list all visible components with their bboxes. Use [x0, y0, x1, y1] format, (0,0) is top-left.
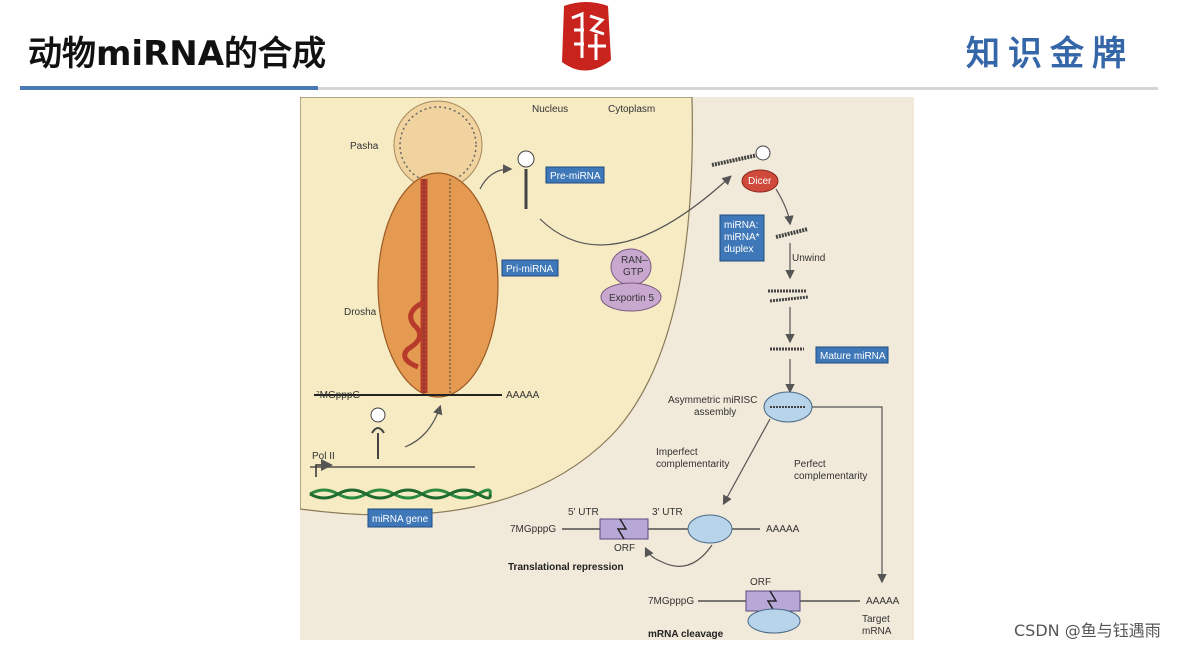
perfect-label-1: Perfect	[794, 459, 826, 470]
dna-helix-a	[309, 488, 492, 500]
cap-bot-label: 7MGpppG	[648, 596, 694, 607]
ran-label-2: GTP	[623, 267, 644, 278]
hairpin-loop	[399, 106, 477, 184]
exportin-5	[600, 282, 662, 312]
risc-bound-mid	[687, 514, 733, 544]
duplex-rna	[775, 227, 809, 239]
mirna-biogenesis-diagram: Nucleus Cytoplasm Pasha Drosha ⁷MGpppG A…	[300, 97, 914, 640]
transcription-start-arrow	[315, 459, 333, 477]
asym-label-2: assembly	[694, 407, 736, 418]
nascent-hairpin	[371, 427, 385, 459]
nucleus-label: Nucleus	[532, 104, 568, 115]
watermark: CSDN @鱼与钰遇雨	[1014, 621, 1161, 640]
pre-mirna-text: Pre-miRNA	[550, 171, 601, 182]
unwound-strand-b	[769, 295, 809, 303]
cap-top-label: ⁷MGpppG	[316, 390, 360, 401]
imperfect-label-1: Imperfect	[656, 447, 698, 458]
exportin-label: Exportin 5	[609, 293, 654, 304]
unwind-label: Unwind	[792, 253, 825, 264]
pre-mirna-loop	[517, 150, 535, 168]
transl-rep-label: Translational repression	[508, 562, 624, 573]
dicer-protein	[741, 169, 779, 193]
pol-label: Pol II	[312, 451, 335, 462]
brand-logo: 知识金牌	[966, 34, 1134, 74]
polya-mid-label: AAAAA	[766, 524, 800, 535]
cytoplasmic-loop	[755, 145, 771, 161]
target-label-1: Target	[862, 614, 890, 625]
polya-bot-label: AAAAA	[866, 596, 900, 607]
arrow-perfect	[812, 406, 887, 584]
orf-bot-label: ORF	[750, 577, 771, 588]
cytoplasm-label: Cytoplasm	[608, 104, 655, 115]
bulge	[402, 299, 426, 370]
dna-helix-b	[309, 488, 492, 500]
pri-mirna-box	[501, 259, 559, 277]
arrow-to-drosha	[404, 404, 443, 448]
drosha-protein	[377, 172, 499, 398]
pri-mirna-text: Pri-miRNA	[506, 264, 554, 275]
slide-title: 动物miRNA的合成	[28, 34, 327, 74]
nascent-loop	[370, 407, 386, 423]
imperfect-label-2: complementarity	[656, 459, 729, 470]
mirna-gene-text: miRNA gene	[372, 514, 429, 525]
utr5-label: 5′ UTR	[568, 507, 599, 518]
duplex-text-1: miRNA:	[724, 220, 758, 231]
arrow-to-pre-mirna	[479, 164, 513, 190]
mature-mirna-box	[815, 346, 889, 364]
dicer-label: Dicer	[748, 176, 772, 187]
pasha-label: Pasha	[350, 141, 379, 152]
export-arrow	[539, 175, 732, 246]
mirna-gene-box	[367, 508, 433, 528]
duplex-box	[719, 214, 765, 262]
arrow-to-duplex	[775, 188, 794, 226]
arrow-imperfect	[722, 418, 771, 506]
header-divider	[20, 87, 1158, 90]
repression-arrow	[644, 544, 713, 567]
cap-mid-label: 7MGpppG	[510, 524, 556, 535]
risc-bound-bottom	[747, 608, 801, 634]
duplex-text-3: duplex	[724, 244, 753, 255]
target-label-2: mRNA	[862, 626, 892, 637]
drosha-label: Drosha	[344, 307, 377, 318]
asym-label-1: Asymmetric miRISC	[668, 395, 757, 406]
cleavage-label: mRNA cleavage	[648, 629, 724, 640]
pre-mirna-box	[545, 166, 605, 184]
cytoplasmic-pre-mirna	[711, 153, 759, 167]
utr3-label: 3′ UTR	[652, 507, 683, 518]
perfect-label-2: complementarity	[794, 471, 867, 482]
header-accent	[20, 86, 318, 90]
mature-mirna-text: Mature miRNA	[820, 351, 886, 362]
seal-logo	[556, 0, 616, 83]
polya-top-label: AAAAA	[506, 390, 540, 401]
ran-label-1: RAN–	[621, 255, 648, 266]
duplex-text-2: miRNA*	[724, 232, 760, 243]
orf-mid-label: ORF	[614, 543, 635, 554]
